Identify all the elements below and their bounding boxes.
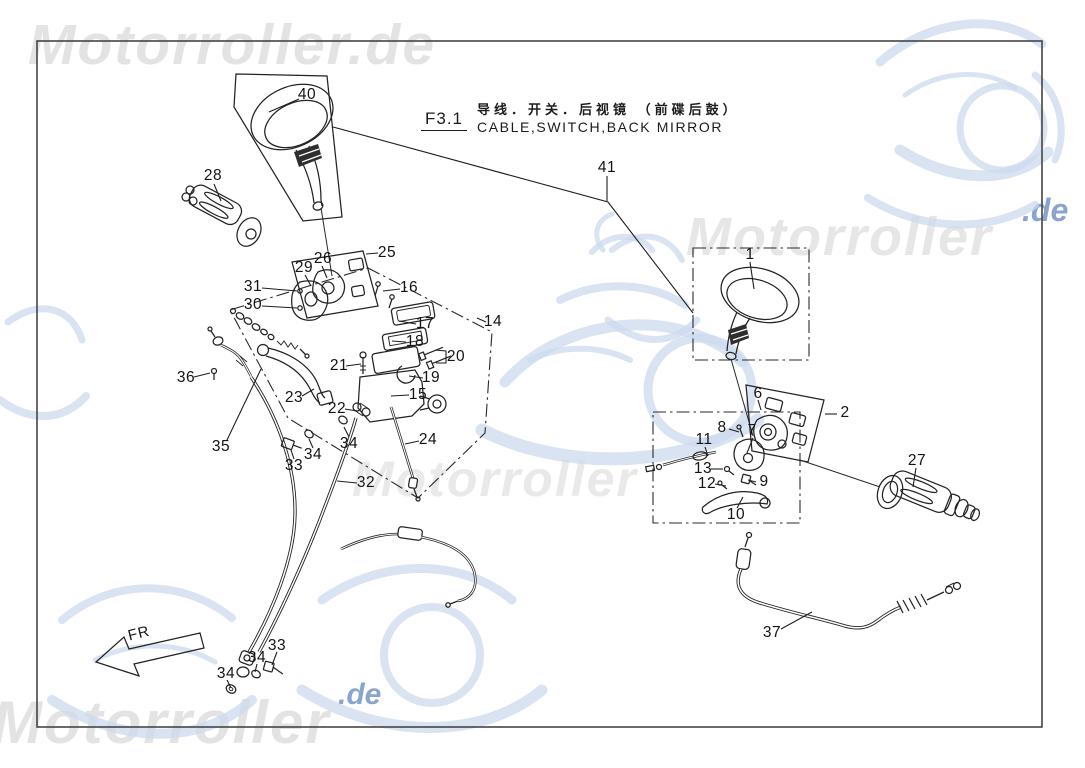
sketch-swoosh-mid-right [604,233,701,343]
right-mirror-1 [720,266,800,437]
watermark-motorroller-top-left: Motorroller.de [28,13,437,77]
rear-cable-37 [735,531,962,630]
right-switch-cluster [644,384,887,524]
watermark-motorroller-right: Motorroller [686,207,994,267]
cluster-boundary-14 [229,267,493,499]
leader-lines [193,98,917,689]
left-switch-box-25 [291,250,379,321]
fr-direction-arrow [94,632,205,678]
right-grip-27 [876,470,981,522]
left-grip-28 [181,184,262,247]
diagram-title-english: CABLE,SWITCH,BACK MIRROR [477,119,724,135]
sketch-swoosh-left-middle [0,305,90,420]
page-border [36,40,1043,728]
connector-line-41 [332,126,694,314]
left-mirror-40 [250,83,334,277]
master-cylinder-cluster [229,267,493,502]
figure-number: F3.1 [421,109,468,131]
throttle-cable-35 [207,326,253,380]
watermark-de-bottom: .de [338,678,382,711]
sketch-scooter-center [475,211,765,466]
right-mirror-box [692,247,810,361]
cables-to-bottom [225,376,477,694]
diagram-title-chinese: 导线．开关．后视镜 （前碟后鼓） [477,102,740,117]
sketch-swoosh-bottom-left [47,584,257,739]
